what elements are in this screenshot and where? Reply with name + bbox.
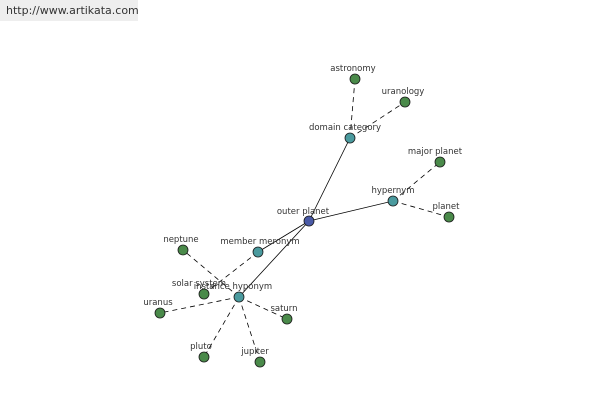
label-domain-category[interactable]: domain category bbox=[309, 123, 381, 133]
label-neptune[interactable]: neptune bbox=[163, 235, 198, 245]
edge-instance-hyponym bbox=[238, 220, 310, 298]
node-astronomy[interactable] bbox=[349, 73, 361, 85]
label-member-meronym[interactable]: member meronym bbox=[220, 237, 299, 247]
edge-neptune bbox=[182, 249, 240, 298]
label-saturn[interactable]: saturn bbox=[270, 304, 297, 314]
edge-uranology bbox=[349, 101, 406, 139]
edge-member-meronym bbox=[257, 220, 310, 253]
node-saturn[interactable] bbox=[281, 313, 293, 325]
node-uranus[interactable] bbox=[154, 307, 166, 319]
node-uranology[interactable] bbox=[399, 96, 411, 108]
label-astronomy[interactable]: astronomy bbox=[330, 64, 375, 74]
label-pluto[interactable]: pluto bbox=[190, 342, 212, 352]
source-url[interactable]: http://www.artikata.com bbox=[6, 4, 139, 17]
node-instance-hyponym[interactable] bbox=[233, 291, 245, 303]
label-outer-planet[interactable]: outer planet bbox=[277, 207, 330, 217]
node-hypernym[interactable] bbox=[387, 195, 399, 207]
label-solar-system[interactable]: solar system bbox=[172, 279, 226, 289]
node-jupiter[interactable] bbox=[254, 356, 266, 368]
graph-nodes bbox=[154, 73, 455, 368]
edge-astronomy bbox=[349, 78, 356, 139]
graph-labels: outer planet domain category hypernym membe… bbox=[143, 64, 462, 357]
node-planet[interactable] bbox=[443, 211, 455, 223]
edge-hypernym bbox=[308, 200, 394, 222]
node-neptune[interactable] bbox=[177, 244, 189, 256]
edge-planet bbox=[392, 200, 450, 218]
node-major-planet[interactable] bbox=[434, 156, 446, 168]
label-instance-hyponym[interactable]: instance hyponym bbox=[194, 282, 272, 292]
node-solar-system[interactable] bbox=[198, 288, 210, 300]
label-planet[interactable]: planet bbox=[433, 202, 461, 212]
node-pluto[interactable] bbox=[198, 351, 210, 363]
label-uranus[interactable]: uranus bbox=[143, 298, 173, 308]
url-bar: http://www.artikata.com bbox=[0, 0, 139, 21]
edge-solar-system bbox=[203, 251, 259, 295]
edge-uranus bbox=[159, 296, 240, 314]
node-member-meronym[interactable] bbox=[252, 246, 264, 258]
label-jupiter[interactable]: jupiter bbox=[240, 347, 269, 357]
label-major-planet[interactable]: major planet bbox=[408, 147, 463, 157]
label-hypernym[interactable]: hypernym bbox=[371, 186, 414, 196]
edge-domain-category bbox=[308, 137, 351, 222]
node-domain-category[interactable] bbox=[344, 132, 356, 144]
label-uranology[interactable]: uranology bbox=[382, 87, 425, 97]
edge-pluto bbox=[203, 296, 240, 358]
edge-jupiter bbox=[238, 296, 261, 363]
edge-major-planet bbox=[392, 161, 441, 202]
node-outer-planet[interactable] bbox=[303, 215, 315, 227]
graph-edges bbox=[159, 78, 450, 363]
